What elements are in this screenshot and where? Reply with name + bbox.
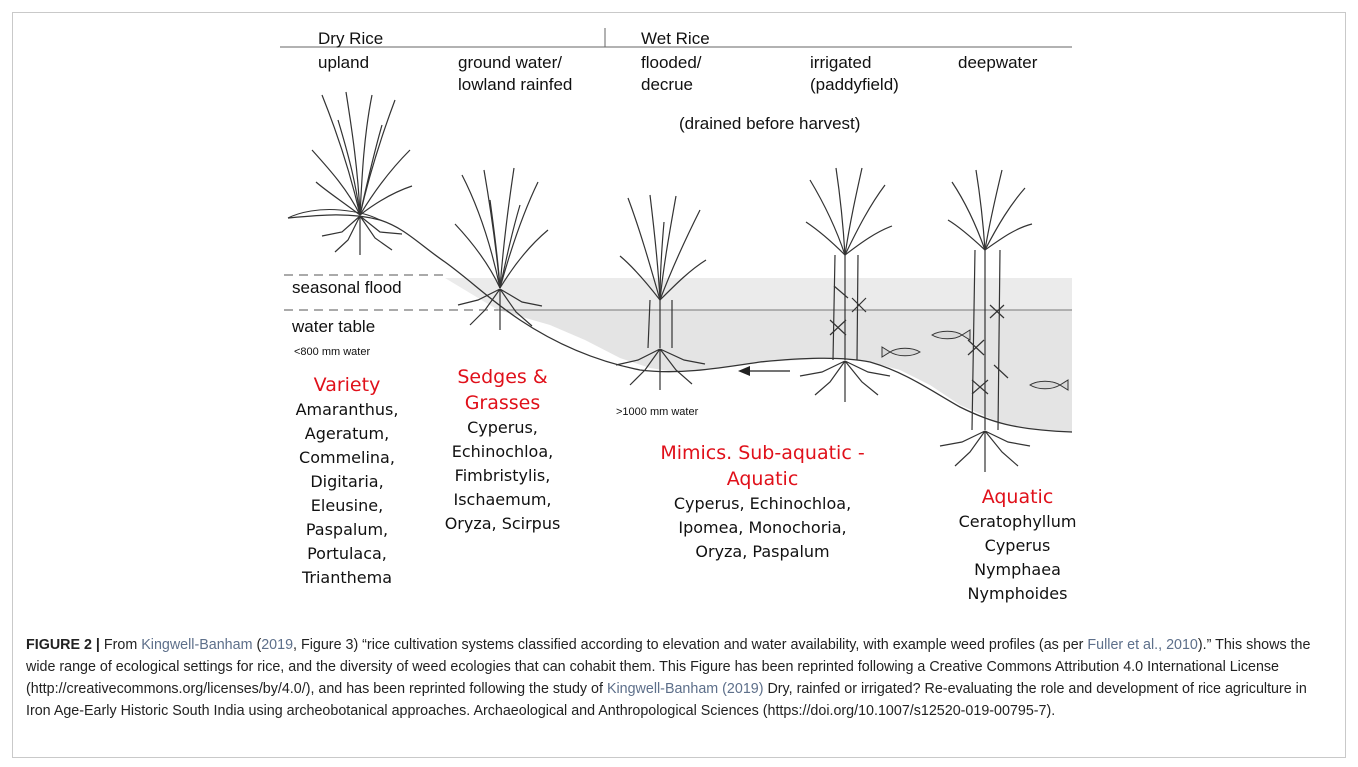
column-label-line: deepwater [958,52,1037,74]
dry-rice-heading: Dry Rice [318,29,383,49]
weed-group-heading: Sedges & [420,364,585,390]
rice-plant-upland [312,92,412,255]
column-label-line: flooded/ [641,52,702,74]
column-label-line: upland [318,52,369,74]
column-groundwater: ground water/ lowland rainfed [458,52,572,96]
weed-name: Eleusine, [272,494,422,518]
weed-name: Nymphaea [940,558,1095,582]
weed-name: Digitaria, [272,470,422,494]
weed-name: Commelina, [272,446,422,470]
weed-name: Ipomea, Monochoria, [640,516,885,540]
column-irrigated: irrigated (paddyfield) [810,52,899,96]
weed-name: Trianthema [272,566,422,590]
weed-group-heading: Aquatic [640,466,885,492]
weed-name: Portulaca, [272,542,422,566]
column-upland: upland [318,52,369,74]
weed-group-heading: Grasses [420,390,585,416]
drained-note: (drained before harvest) [679,114,860,134]
water-table-label: water table [292,317,375,337]
weed-name: Ischaemum, [420,488,585,512]
column-flooded: flooded/ decrue [641,52,702,96]
weed-name: Echinochloa, [420,440,585,464]
figure-caption: FIGURE 2 | From Kingwell-Banham (2019, F… [26,634,1334,722]
weed-group-heading: Variety [272,372,422,398]
low-water-note: <800 mm water [294,346,370,358]
weed-group-aquatic: Aquatic Ceratophyllum Cyperus Nymphaea N… [940,484,1095,606]
weed-group-heading: Mimics. Sub-aquatic - [640,440,885,466]
direction-arrowhead [738,366,750,376]
weed-name: Paspalum, [272,518,422,542]
wet-rice-heading: Wet Rice [641,29,710,49]
weed-name: Cyperus, Echinochloa, [640,492,885,516]
citation-link[interactable]: Kingwell-Banham [141,637,252,653]
caption-text: ( [253,637,262,653]
column-label-line: irrigated [810,52,899,74]
weed-name: Oryza, Paspalum [640,540,885,564]
weed-name: Nymphoides [940,582,1095,606]
citation-link[interactable]: 2019 [261,637,293,653]
weed-name: Oryza, Scirpus [420,512,585,536]
weed-group-heading: Aquatic [940,484,1095,510]
weed-name: Cyperus [940,534,1095,558]
weed-name: Amaranthus, [272,398,422,422]
weed-name: Cyperus, [420,416,585,440]
weed-group-mimics: Mimics. Sub-aquatic - Aquatic Cyperus, E… [640,440,885,564]
weed-name: Ceratophyllum [940,510,1095,534]
high-water-note: >1000 mm water [616,406,698,418]
column-deepwater: deepwater [958,52,1037,74]
seasonal-flood-label: seasonal flood [292,278,402,298]
column-label-line: lowland rainfed [458,74,572,96]
citation-link[interactable]: Kingwell-Banham (2019) [607,681,764,697]
citation-link[interactable]: Fuller et al., 2010 [1087,637,1197,653]
column-label-line: decrue [641,74,702,96]
column-label-line: (paddyfield) [810,74,899,96]
column-label-line: ground water/ [458,52,572,74]
weed-group-variety: Variety Amaranthus, Ageratum, Commelina,… [272,372,422,590]
weed-group-sedges: Sedges & Grasses Cyperus, Echinochloa, F… [420,364,585,536]
figure-number: FIGURE 2 | [26,637,100,653]
caption-text: From [100,637,141,653]
weed-name: Fimbristylis, [420,464,585,488]
weed-name: Ageratum, [272,422,422,446]
caption-text: , Figure 3) “rice cultivation systems cl… [293,637,1087,653]
